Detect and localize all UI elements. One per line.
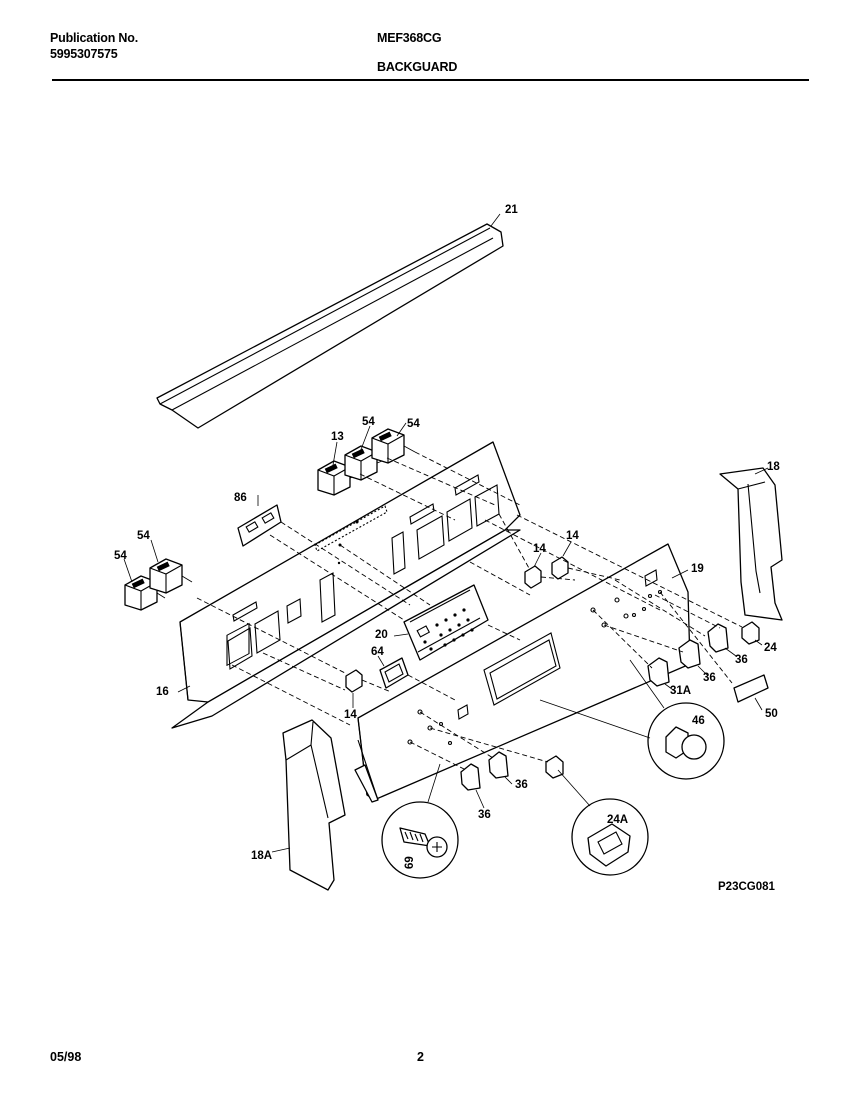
detail-46-circle (647, 702, 725, 780)
knob-36-d (460, 763, 481, 791)
publication-label: Publication No. (50, 31, 138, 45)
connector-14-lower (345, 669, 363, 693)
rear-panel-part (171, 441, 521, 729)
window-part (379, 657, 409, 689)
callout-36-d: 36 (478, 809, 491, 821)
callout-36-b: 36 (703, 672, 716, 684)
switch-54-left-b (149, 558, 193, 594)
callout-20: 20 (375, 629, 388, 641)
callout-36-c: 36 (515, 779, 528, 791)
callout-86: 86 (234, 492, 247, 504)
callout-13: 13 (331, 431, 344, 443)
leader-lines (123, 422, 769, 853)
clip-24-lower (545, 755, 564, 779)
footer-date: 05/98 (50, 1050, 82, 1064)
callout-36-a: 36 (735, 654, 748, 666)
switch-54-upper-b (371, 428, 416, 464)
callout-21: 21 (505, 204, 518, 216)
trim-top-part (156, 213, 504, 429)
callout-64: 64 (371, 646, 384, 658)
switch-24-part (741, 621, 760, 645)
publication-number: 5995307575 (50, 47, 118, 61)
callout-18: 18 (767, 461, 780, 473)
end-trim-right-part (719, 467, 783, 621)
callout-14-upper-a: 14 (533, 543, 546, 555)
header-rule (52, 79, 809, 81)
callout-54-top-b: 54 (407, 418, 420, 430)
electronic-control-part (403, 584, 489, 661)
knob-36-a (707, 623, 729, 653)
connector-14-upper-a (524, 565, 542, 589)
knob-36-b (678, 639, 701, 669)
end-trim-left-part (282, 719, 346, 891)
detail-69-circle (381, 801, 459, 879)
callout-16: 16 (156, 686, 169, 698)
callout-54-left-a: 54 (137, 530, 150, 542)
callout-50: 50 (765, 708, 778, 720)
callout-24: 24 (764, 642, 777, 654)
knob-36-c (488, 751, 509, 779)
callout-18a: 18A (251, 850, 272, 862)
assembly-lines (196, 451, 743, 771)
clip-50-part (733, 674, 769, 703)
callout-14-lower: 14 (344, 709, 357, 721)
callout-24a: 24A (607, 814, 628, 826)
connector-14-upper-b (551, 556, 569, 580)
footer-page-number: 2 (417, 1050, 424, 1064)
section-title: BACKGUARD (377, 60, 458, 74)
detail-24a-circle (571, 798, 649, 876)
callout-54-top-a: 54 (362, 416, 375, 428)
drawing-id: P23CG081 (718, 881, 776, 893)
callout-14-upper-b: 14 (566, 530, 579, 542)
knob-31a (647, 657, 670, 687)
callout-19: 19 (691, 563, 704, 575)
callout-46: 46 (692, 715, 705, 727)
callout-54-left-b: 54 (114, 550, 127, 562)
callout-69: 69 (404, 856, 416, 869)
model-number: MEF368CG (377, 31, 442, 45)
callout-labels: 21 54 54 13 86 54 54 14 14 19 18 20 64 1… (114, 204, 780, 893)
callout-31a: 31A (670, 685, 691, 697)
